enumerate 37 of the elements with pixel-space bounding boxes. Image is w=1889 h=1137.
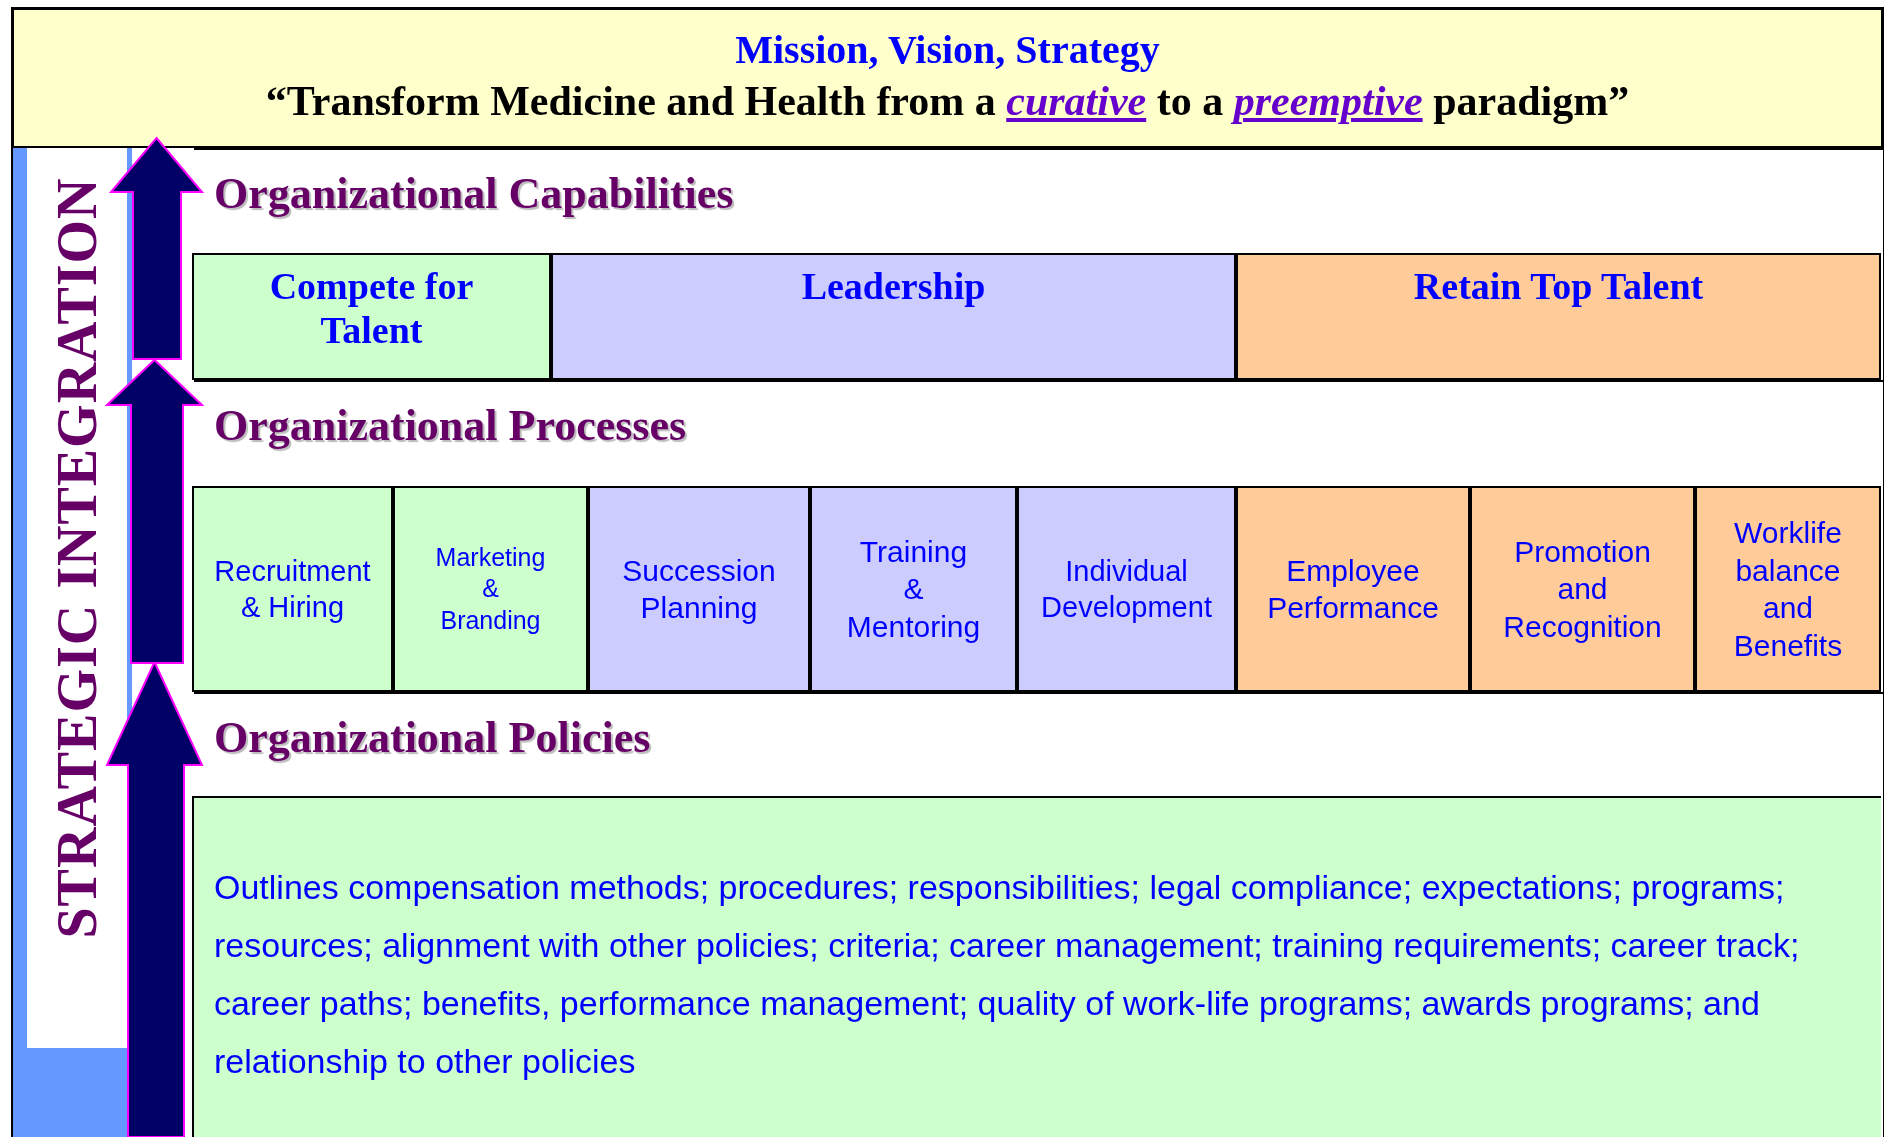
vertical-heading: STRATEGIC INTEGRATION	[45, 176, 109, 941]
layer-heading: Organizational Policies	[214, 712, 651, 763]
layer-heading: Organizational Capabilities	[214, 168, 734, 219]
process-label: Succession Planning	[622, 552, 776, 626]
mission-quote: “Transform Medicine and Health from a curative to a preemptive paradigm”	[265, 77, 1630, 125]
capability-label: Compete for Talent	[268, 265, 475, 353]
mission-banner	[12, 8, 1883, 148]
process-box	[1236, 486, 1470, 692]
capability-box	[192, 253, 551, 380]
process-label: Employee Performance	[1267, 552, 1439, 626]
process-box	[810, 486, 1017, 692]
process-box	[1695, 486, 1881, 692]
process-box	[192, 486, 393, 692]
capability-box	[551, 253, 1236, 380]
process-label: Training & Mentoring	[846, 533, 981, 645]
block-arrow	[104, 358, 205, 664]
process-label: Marketing & Branding	[435, 542, 546, 636]
process-box	[1470, 486, 1695, 692]
policy-description: Outlines compensation methods; procedures; responsibilities; legal compliance; expectations; programs; resources; alignment with other policies; criteria; career management; training requirements; career track; career paths; benefits, performance management; quality of work-life programs; awards programs; and relationship to other policies	[214, 867, 1801, 1082]
process-box	[1017, 486, 1236, 692]
process-label: Worklife balance and Benefits	[1733, 515, 1843, 664]
process-label: Individual Development	[1041, 553, 1212, 625]
capability-label: Retain Top Talent	[1412, 265, 1705, 309]
layer-band	[194, 692, 1883, 1137]
capability-label: Leadership	[800, 265, 987, 309]
policy-box	[192, 796, 1881, 1137]
banner-title: Mission, Vision, Strategy	[735, 26, 1160, 73]
block-arrow	[108, 136, 205, 360]
layer-heading: Organizational Processes	[214, 400, 687, 451]
process-label: Promotion and Recognition	[1503, 533, 1662, 645]
layer-band	[194, 148, 1883, 380]
layer-band	[194, 380, 1883, 692]
capability-box	[1236, 253, 1881, 380]
process-box	[588, 486, 810, 692]
process-box	[393, 486, 588, 692]
process-label: Recruitment & Hiring	[214, 553, 371, 625]
side-band	[27, 148, 127, 1048]
